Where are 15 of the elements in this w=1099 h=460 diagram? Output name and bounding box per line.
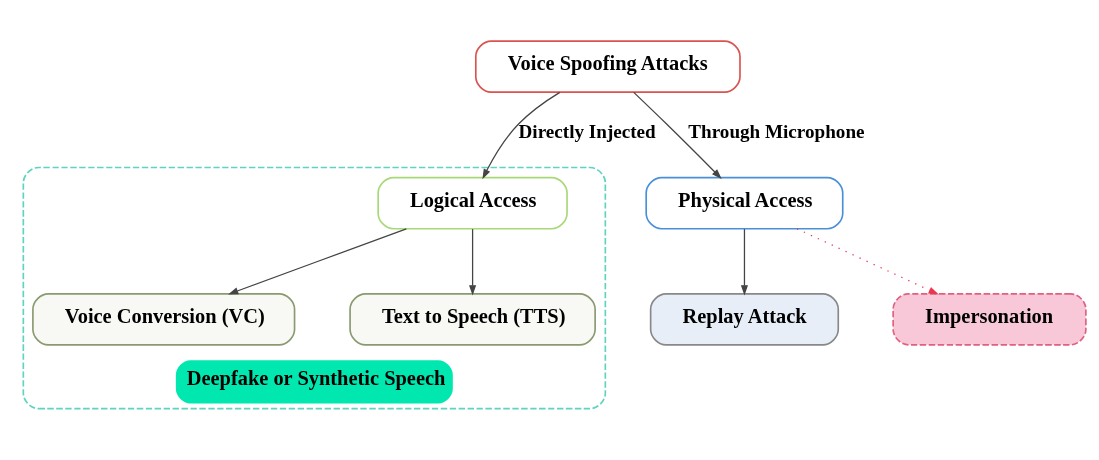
arrow [633, 91, 722, 179]
arrow [796, 228, 939, 295]
node-box: Voice Conversion (VC) [32, 293, 296, 346]
edge-label: Directly Injected [518, 121, 656, 143]
node-box: Voice Spoofing Attacks [474, 40, 741, 93]
edge-label: Through Microphone [688, 121, 865, 143]
node-box: Text to Speech (TTS) [349, 293, 596, 346]
node-box: Impersonation [892, 293, 1087, 346]
node-box: Replay Attack [649, 293, 840, 346]
arrow [228, 228, 407, 295]
node-box: Logical Access [377, 176, 568, 230]
arrow [469, 228, 477, 296]
arrow [482, 91, 561, 180]
node-box: Physical Access [645, 176, 844, 230]
arrow [740, 228, 749, 296]
